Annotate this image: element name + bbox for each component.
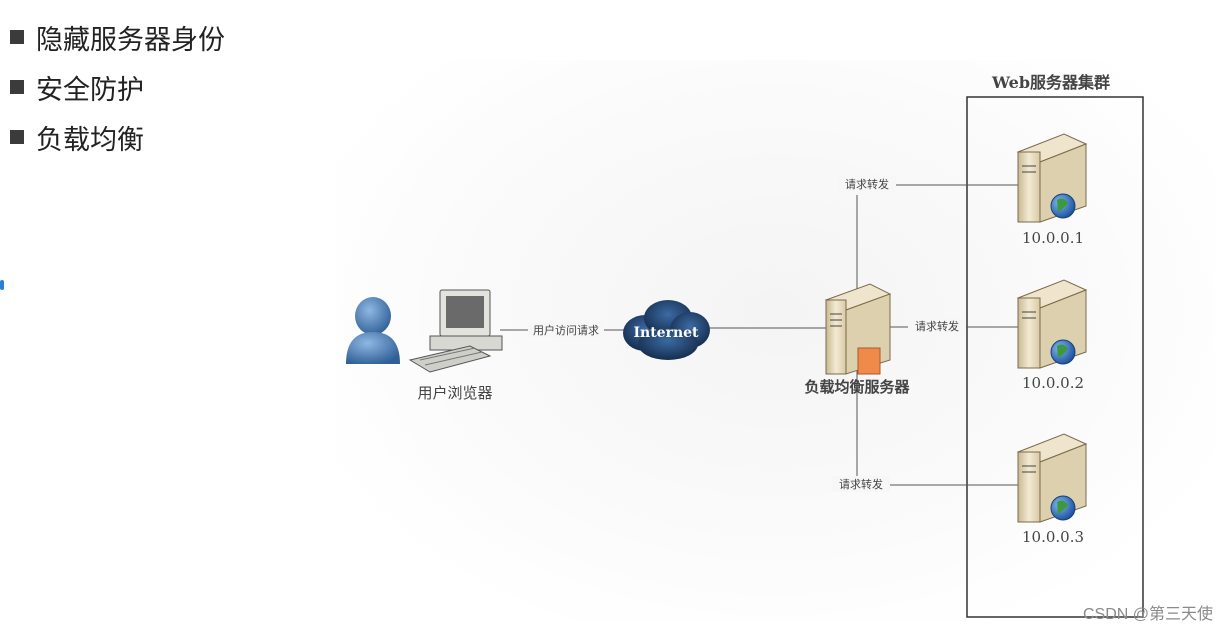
server-ip-label: 10.0.0.3 xyxy=(1022,528,1084,546)
label-bg xyxy=(528,322,604,338)
user-person-icon xyxy=(346,297,400,364)
bullet-text: 负载均衡 xyxy=(36,124,144,156)
bullet-list: 隐藏服务器身份 安全防护 负载均衡 xyxy=(10,12,225,162)
bullet-item: 隐藏服务器身份 xyxy=(10,12,225,62)
client-label: 用户浏览器 xyxy=(417,384,492,402)
bullet-text: 安全防护 xyxy=(36,74,144,106)
internet-cloud-icon xyxy=(623,300,710,360)
square-bullet-icon xyxy=(10,80,24,94)
web-server-icon xyxy=(1016,133,1088,223)
server-cluster-box xyxy=(966,96,1144,618)
forward-label: 请求转发 xyxy=(845,177,889,191)
square-bullet-icon xyxy=(10,130,24,144)
load-balancer-server-icon xyxy=(824,283,892,375)
load-balancer-label: 负载均衡服务器 xyxy=(804,378,910,396)
bullet-item: 安全防护 xyxy=(10,62,225,112)
watermark: CSDN @第三天使 xyxy=(1082,606,1213,623)
bullet-text: 隐藏服务器身份 xyxy=(36,24,225,56)
label-bg xyxy=(838,176,896,192)
server-ip-label: 10.0.0.1 xyxy=(1022,229,1084,247)
web-server-icon xyxy=(1016,433,1088,523)
server-ip-label: 10.0.0.2 xyxy=(1022,374,1084,392)
bullet-item: 负载均衡 xyxy=(10,112,225,162)
forward-label: 请求转发 xyxy=(839,477,883,491)
label-bg xyxy=(832,476,890,492)
request-label: 用户访问请求 xyxy=(533,323,599,337)
web-server-icon xyxy=(1016,279,1088,369)
computer-icon xyxy=(408,289,503,373)
square-bullet-icon xyxy=(10,30,24,44)
side-marker xyxy=(0,280,4,290)
cluster-title: Web服务器集群 xyxy=(991,73,1110,92)
label-bg xyxy=(908,318,966,334)
forward-label: 请求转发 xyxy=(915,319,959,333)
internet-label: Internet xyxy=(633,325,699,341)
